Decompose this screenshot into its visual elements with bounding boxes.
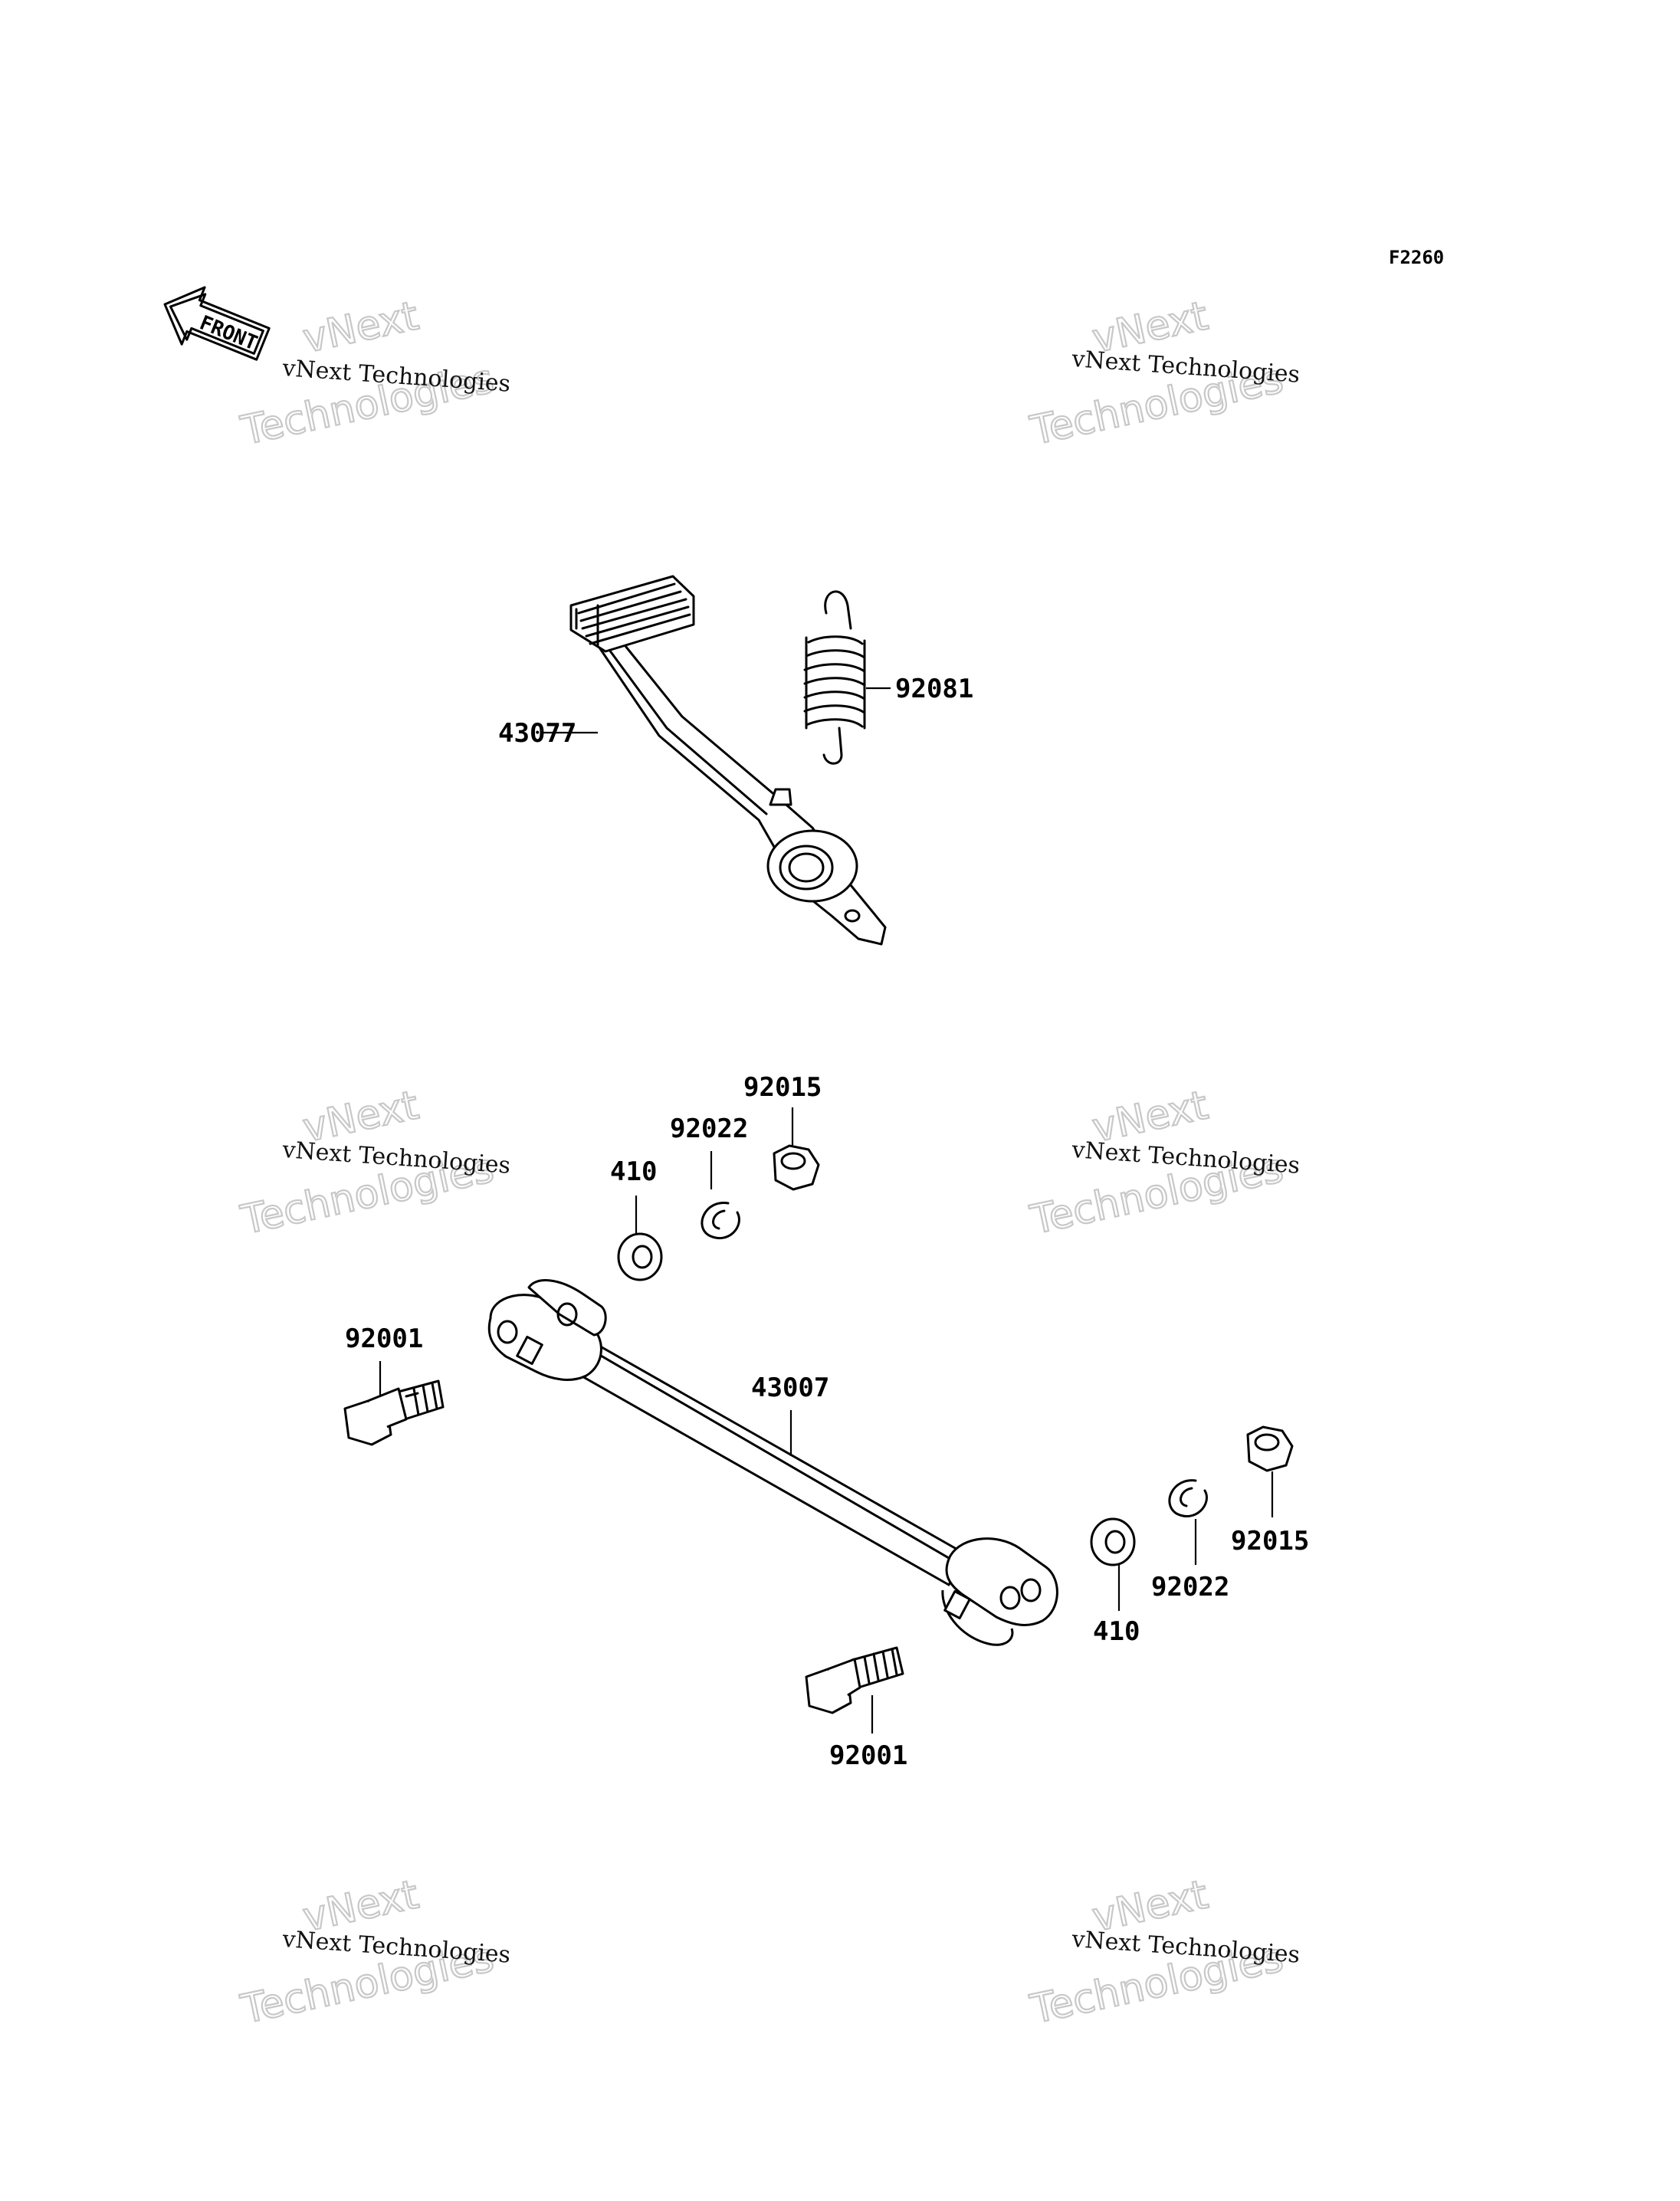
lock-washer-lower <box>1168 1479 1208 1565</box>
part-label-lock-washer-lower: 92022 <box>1151 1572 1229 1602</box>
washer-upper <box>617 1196 663 1281</box>
return-spring <box>803 590 891 765</box>
part-label-bolt-left: 92001 <box>345 1324 423 1354</box>
brake-rod <box>487 1279 1058 1646</box>
watermark-bottom-right: vNext Technologies vNext Technologies <box>1025 1871 1301 2034</box>
diagram-code: F2260 <box>1389 247 1444 268</box>
part-label-lock-washer-upper: 92022 <box>670 1114 748 1144</box>
washer-lower <box>1090 1517 1136 1611</box>
brake-pedal <box>540 575 887 946</box>
nut-upper <box>773 1107 820 1191</box>
bolt-bottom <box>805 1646 904 1734</box>
part-label-pedal: 43077 <box>498 718 576 749</box>
watermark-top-left: vNext Technologies vNext Technologies <box>236 292 511 455</box>
part-label-washer-upper: 410 <box>610 1156 657 1187</box>
part-label-spring: 92081 <box>895 674 973 704</box>
bolt-left <box>343 1361 445 1446</box>
watermark-top-right: vNext Technologies vNext Technologies <box>1025 292 1301 455</box>
part-label-rod: 43007 <box>751 1373 829 1403</box>
front-arrow-icon: FRONT <box>163 286 271 361</box>
watermark-bottom-left: vNext Technologies vNext Technologies <box>236 1871 511 2034</box>
nut-lower <box>1246 1425 1294 1517</box>
lock-washer-upper <box>701 1151 740 1240</box>
watermark-vnext: vNext <box>299 293 422 362</box>
part-label-washer-lower: 410 <box>1093 1616 1140 1647</box>
part-label-bolt-bottom: 92001 <box>829 1740 907 1771</box>
watermark-mid-right: vNext Technologies vNext Technologies <box>1025 1081 1301 1245</box>
watermark-mid-left: vNext Technologies vNext Technologies <box>236 1081 511 1245</box>
part-label-nut-lower: 92015 <box>1231 1526 1309 1556</box>
part-label-nut-upper: 92015 <box>743 1072 822 1103</box>
